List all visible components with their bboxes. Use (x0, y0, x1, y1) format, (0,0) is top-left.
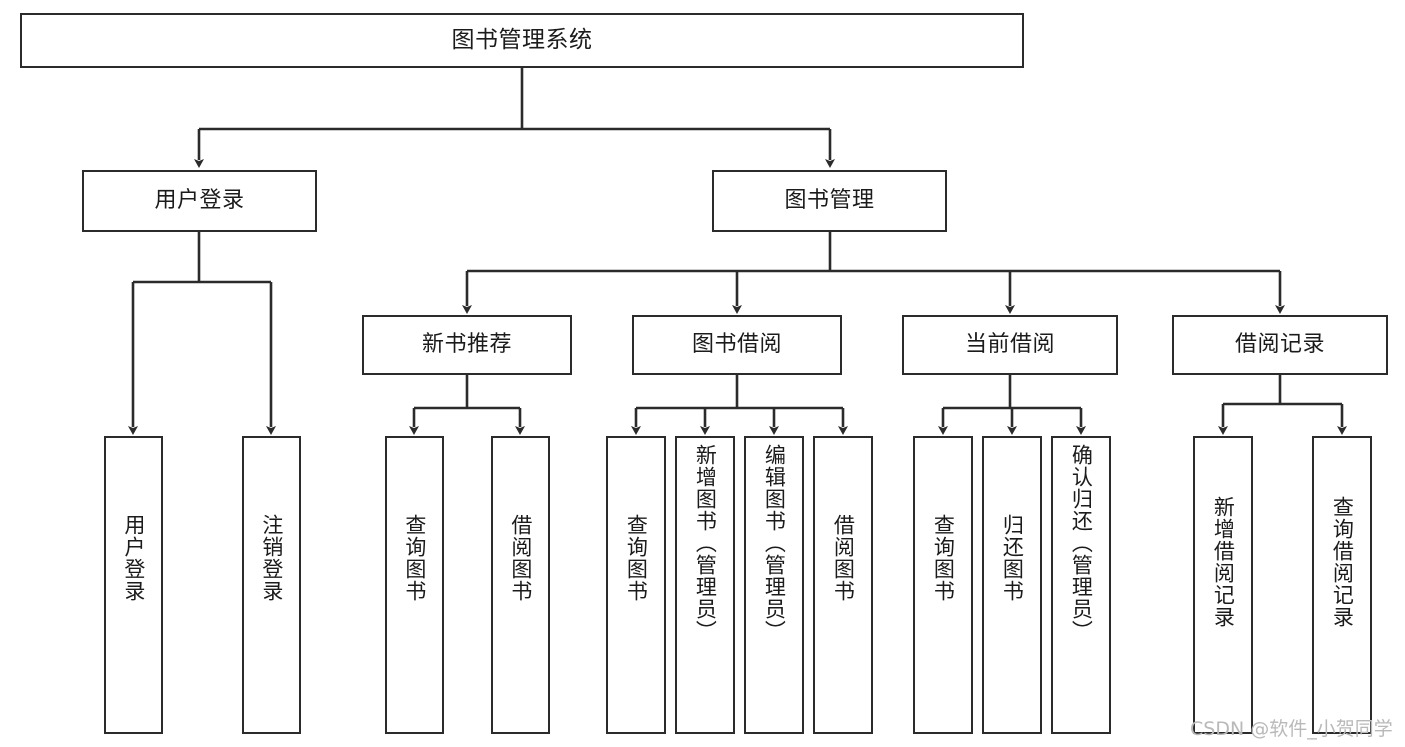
node-book-management[interactable]: 图书管理 (712, 170, 947, 232)
node-label: 用户登录 (154, 188, 245, 214)
leaf-currentborrow-confirm-return-admin[interactable]: 确认归还（管理员） (1051, 436, 1111, 734)
node-label: 图书管理 (784, 188, 875, 214)
leaf-newbook-query-book[interactable]: 查询图书 (385, 436, 444, 734)
leaf-user-login[interactable]: 用户登录 (104, 436, 163, 734)
node-label: 编辑图书（管理员） (762, 444, 787, 642)
node-label: 图书管理系统 (451, 27, 593, 54)
node-label: 查询图书 (931, 514, 956, 602)
node-label: 借阅图书 (508, 514, 533, 602)
leaf-currentborrow-query-book[interactable]: 查询图书 (913, 436, 973, 734)
leaf-bookborrow-query-book[interactable]: 查询图书 (606, 436, 666, 734)
leaf-borrowrecord-query-record[interactable]: 查询借阅记录 (1312, 436, 1372, 734)
watermark: CSDN @软件_小贺同学 (1190, 718, 1393, 740)
node-label: 当前借阅 (964, 332, 1055, 358)
node-current-borrow[interactable]: 当前借阅 (902, 315, 1118, 375)
leaf-bookborrow-edit-book-admin[interactable]: 编辑图书（管理员） (744, 436, 804, 734)
node-user-login[interactable]: 用户登录 (82, 170, 317, 232)
node-label: 归还图书 (1000, 514, 1025, 602)
node-label: 借阅图书 (831, 514, 856, 602)
node-label: 查询图书 (624, 514, 649, 602)
node-label: 查询借阅记录 (1330, 496, 1355, 628)
node-borrow-record[interactable]: 借阅记录 (1172, 315, 1388, 375)
leaf-bookborrow-add-book-admin[interactable]: 新增图书（管理员） (675, 436, 735, 734)
leaf-newbook-borrow-book[interactable]: 借阅图书 (491, 436, 550, 734)
node-label: 图书借阅 (691, 332, 782, 358)
leaf-logout[interactable]: 注销登录 (242, 436, 301, 734)
node-label: 新增借阅记录 (1211, 496, 1236, 628)
node-label: 确认归还（管理员） (1069, 444, 1094, 642)
node-label: 借阅记录 (1234, 332, 1325, 358)
leaf-bookborrow-borrow-book[interactable]: 借阅图书 (813, 436, 873, 734)
node-label: 查询图书 (402, 514, 427, 602)
leaf-currentborrow-return-book[interactable]: 归还图书 (982, 436, 1042, 734)
node-label: 注销登录 (259, 514, 284, 602)
node-book-borrow[interactable]: 图书借阅 (632, 315, 842, 375)
node-book-management-system[interactable]: 图书管理系统 (20, 13, 1024, 68)
node-label: 新增图书（管理员） (693, 444, 718, 642)
node-new-book-recommend[interactable]: 新书推荐 (362, 315, 572, 375)
node-label: 新书推荐 (421, 332, 512, 358)
node-label: 用户登录 (121, 514, 146, 602)
leaf-borrowrecord-add-record[interactable]: 新增借阅记录 (1193, 436, 1253, 734)
